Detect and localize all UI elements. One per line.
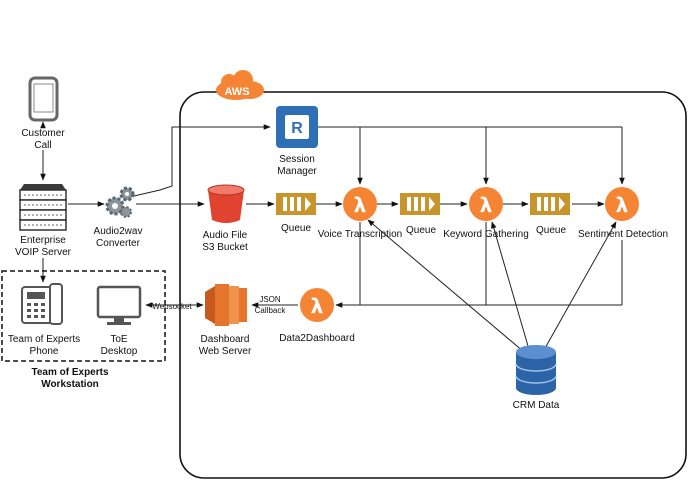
desktop-label-2: Desktop [101,346,138,357]
data2dashboard-label: Data2Dashboard [279,333,355,344]
voice-transcription-node: λ Voice Transcription [318,187,403,240]
server-stack-icon [19,184,67,231]
dashboard-node: Dashboard Web Server [199,284,252,357]
lambda-glyph: λ [616,193,629,217]
json-callback-label: JSON Callback [255,295,287,315]
keyword-gathering-node: λ Keyword Gathering [443,187,529,240]
json-callback-label-1: JSON [259,295,281,304]
s3-label-2: S3 Bucket [202,242,248,253]
dashboard-label-2: Web Server [199,346,252,357]
sentiment-detection-label: Sentiment Detection [578,229,668,240]
audio2wav-label-1: Audio2wav [94,226,143,237]
queue-3-node: Queue [530,193,570,236]
session-label-1: Session [279,154,315,165]
websocket-label: Websocket [152,302,192,311]
desk-phone-icon [21,283,63,325]
queue-icon [276,193,316,215]
connectors [40,121,625,353]
workstation-group: Team of Experts Phone ToE Desktop [1,270,166,362]
audio2wav-label-2: Converter [96,238,141,249]
crm-data-label: CRM Data [513,400,560,411]
lambda-icon [469,187,503,221]
phone-label-2: Phone [30,346,59,357]
s3-label-1: Audio File [203,230,248,241]
data2dashboard-node: λ Data2Dashboard [279,288,355,344]
queue-1-node: Queue [276,193,316,234]
crm-data-node: CRM Data [513,345,560,411]
session-label-2: Manager [277,166,317,177]
voip-server-node: Enterprise VOIP Server [15,184,72,258]
dashboard-server-icon [205,284,247,326]
aws-badge-label: AWS [224,86,249,98]
session-icon-letter: R [291,120,303,137]
aws-cloud-icon: AWS [216,70,264,100]
audio2wav-to-session-arrow [133,124,271,197]
voip-label-1: Enterprise [20,235,66,246]
lambda-glyph: λ [480,193,493,217]
lambda-icon [343,187,377,221]
audio2wav-node: Audio2wav Converter [94,186,143,249]
crm-to-voice-arrow [367,219,525,353]
lambda-glyph: λ [354,193,367,217]
queue-2-label: Queue [406,225,436,236]
voip-label-2: VOIP Server [15,247,72,258]
phone-label-1: Team of Experts [8,334,80,345]
sentiment-detection-node: λ Sentiment Detection [578,187,668,240]
session-manager-node: R Session Manager [276,106,318,177]
lambda-glyph: λ [311,294,324,318]
dashboard-label-1: Dashboard [201,334,250,345]
customer-call-label-2: Call [34,140,51,151]
crm-to-sentiment-arrow [543,221,617,351]
keyword-gathering-label: Keyword Gathering [443,229,529,240]
lambda-icon [605,187,639,221]
desktop-label-1: ToE [110,334,128,345]
lambda-icon [300,288,334,322]
database-icon [515,345,557,395]
aws-cloud-boundary [179,91,687,479]
gears-icon [105,186,135,218]
workstation-title-1: Team of Experts [31,367,108,378]
mobile-phone-icon [28,76,59,122]
customer-call-label-1: Customer [21,128,65,139]
json-callback-label-2: Callback [255,306,287,315]
queue-icon [530,193,570,215]
desktop-monitor-icon [96,285,142,325]
queue-3-label: Queue [536,225,566,236]
queue-1-label: Queue [281,223,311,234]
voice-transcription-label: Voice Transcription [318,229,403,240]
customer-call-node: Customer Call [21,76,65,151]
workstation-title-2: Workstation [41,379,99,390]
s3-bucket-icon [207,184,245,223]
s3-bucket-node: Audio File S3 Bucket [202,184,248,253]
queue-icon [400,193,440,215]
crm-to-keyword-arrow [491,221,529,347]
workstation-boundary [1,270,166,362]
queue-2-node: Queue [400,193,440,236]
